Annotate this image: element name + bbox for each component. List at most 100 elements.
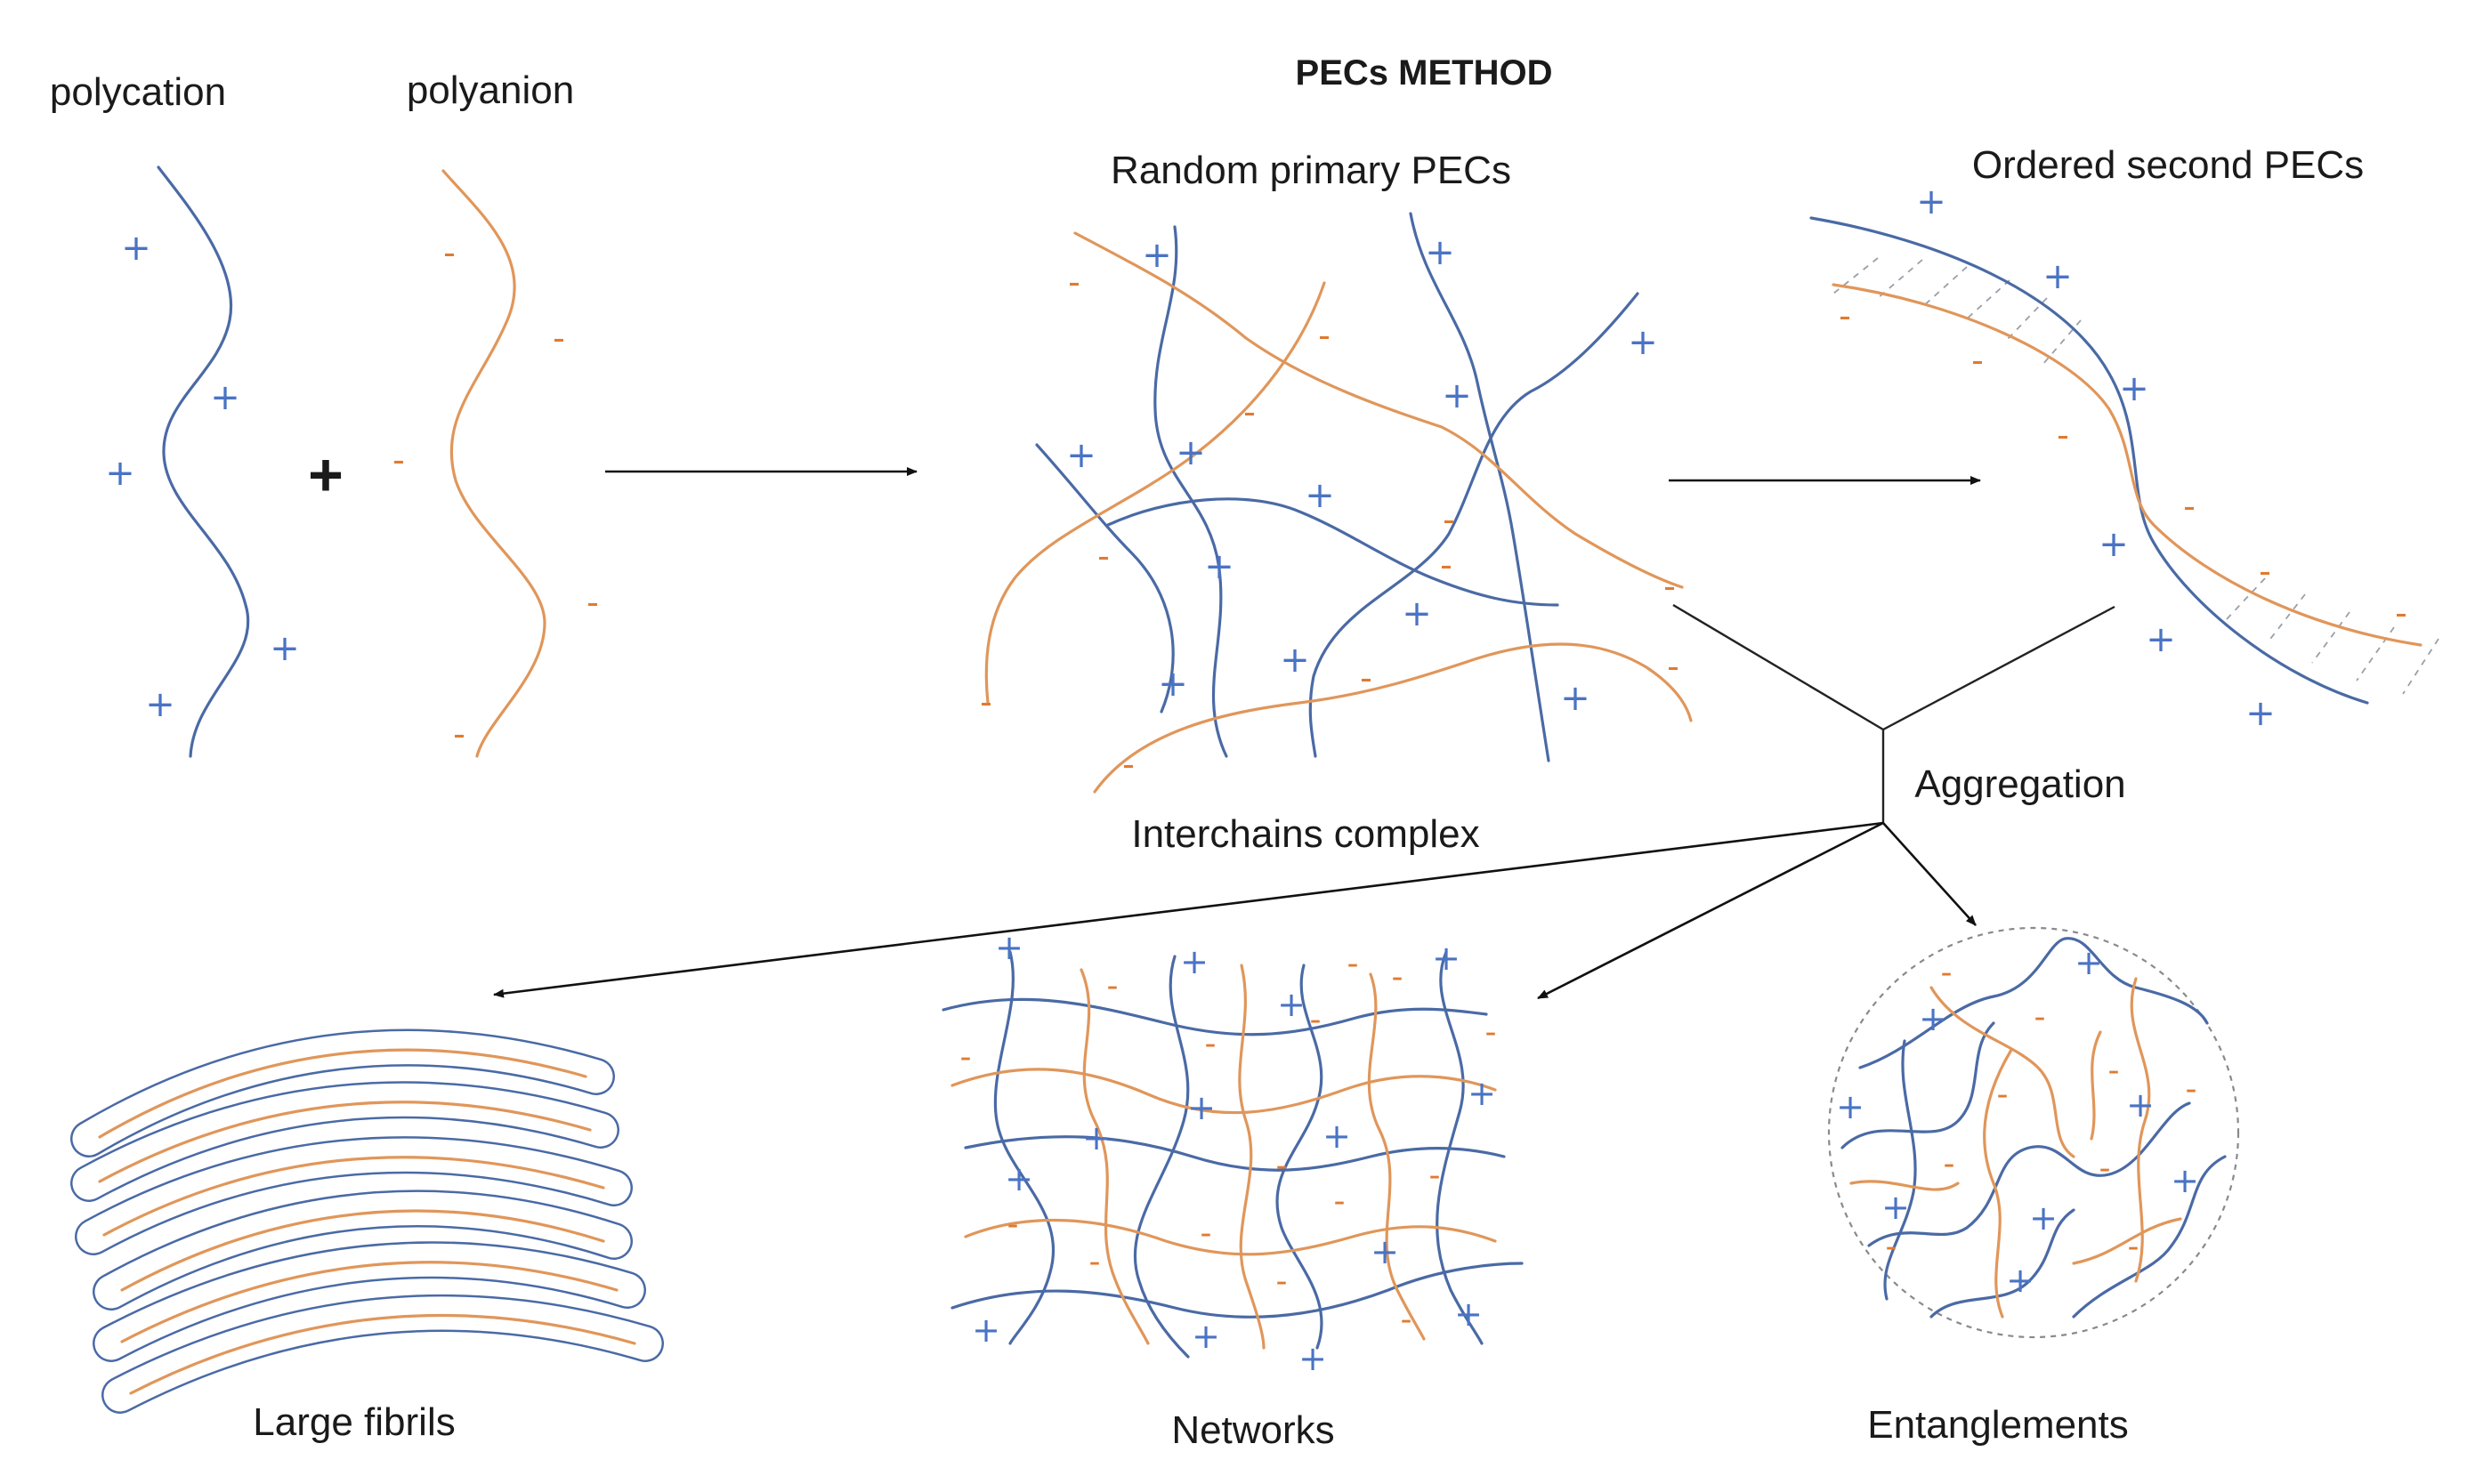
random-primary-charges: + + + + + + + + + + + + - - - - - - - - … — [980, 232, 1679, 784]
fibril — [70, 1028, 615, 1157]
minus-charge: - — [1443, 500, 1455, 539]
polyanion-chain — [441, 169, 546, 758]
plus-charge: + — [1180, 942, 1209, 981]
minus-charge: - — [1276, 1148, 1288, 1184]
label-interchains-complex: Interchains complex — [1131, 812, 1479, 856]
plus-charge: + — [2042, 256, 2073, 297]
label-random-primary-pecs: Random primary PECs — [1111, 149, 1511, 192]
plus-charge: + — [1919, 999, 1947, 1038]
entanglements-charges: + + + + + + + + - - - - - - - - - — [1836, 943, 2199, 1300]
arrow-to-entanglements — [1882, 822, 1977, 926]
networks-charges: + + + + + + + + + + + + + + - - - - - - … — [960, 928, 1497, 1378]
plus-charge: + — [1280, 640, 1310, 681]
plus-charge: + — [1176, 432, 1206, 473]
label-polycation: polycation — [50, 70, 226, 114]
minus-charge: - — [2057, 415, 2069, 455]
networks-cluster — [942, 950, 1524, 1359]
minus-charge: - — [1334, 1183, 1346, 1220]
plus-charge: + — [1082, 1118, 1111, 1157]
plus-charge: + — [1158, 664, 1188, 705]
minus-charge: - — [1318, 316, 1331, 355]
plus-charge: + — [210, 377, 240, 418]
minus-charge: - — [2395, 593, 2407, 633]
plus-charge: + — [145, 684, 175, 725]
entanglements-cluster — [1827, 926, 2240, 1339]
ordered-second-charges: + + + + + + - - - - - - — [1839, 181, 2407, 734]
large-fibrils — [70, 1028, 664, 1414]
plus-charge: + — [105, 453, 135, 494]
plus-charge: + — [1442, 375, 1472, 416]
plus-charge: + — [1560, 678, 1590, 719]
plus-charge: + — [2126, 1085, 2155, 1125]
plus-charge: + — [1305, 475, 1335, 516]
minus-charge: - — [1944, 1146, 1955, 1182]
minus-charge: - — [1485, 1014, 1497, 1051]
minus-charge: - — [1440, 545, 1452, 585]
polyanion-charges: - - - - - — [392, 233, 599, 754]
plus-charge: + — [1916, 181, 1946, 222]
minus-charge: - — [1068, 262, 1080, 302]
plus-charge: + — [1298, 1339, 1327, 1378]
plus-charge: + — [1432, 939, 1460, 978]
ordered-hatch-lines — [1832, 257, 2439, 695]
plus-charge: + — [1402, 593, 1432, 634]
minus-charge: - — [2034, 999, 2046, 1036]
minus-charge: - — [1392, 959, 1403, 996]
plus-charge: + — [1454, 1294, 1483, 1334]
plus-charge: + — [1425, 232, 1455, 273]
label-networks: Networks — [1171, 1408, 1334, 1452]
plus-charge: + — [2075, 943, 2103, 982]
minus-charge: - — [1107, 968, 1119, 1004]
minus-charge: - — [2259, 552, 2271, 591]
minus-charge: - — [980, 682, 992, 722]
minus-charge: - — [392, 440, 405, 480]
plus-charge: + — [1468, 1074, 1496, 1113]
plus-charge: + — [972, 1311, 1000, 1350]
plus-charge: + — [1836, 1087, 1864, 1126]
arrow-to-large-fibrils — [493, 821, 1884, 998]
plus-charge: + — [1881, 1188, 1910, 1227]
label-ordered-second-pecs: Ordered second PECs — [1972, 143, 2364, 187]
plus-charge: + — [1066, 435, 1096, 476]
minus-charge: - — [1243, 392, 1256, 431]
random-primary-pecs-cluster — [984, 212, 1693, 794]
minus-charge: - — [1971, 341, 1984, 380]
label-polyanion: polyanion — [407, 69, 574, 112]
minus-charge: - — [1089, 1244, 1101, 1280]
minus-charge: - — [1201, 1215, 1212, 1252]
minus-charge: - — [2099, 1150, 2111, 1187]
minus-charge: - — [1097, 536, 1110, 576]
minus-charge: - — [1347, 946, 1359, 982]
minus-charge: - — [2183, 487, 2196, 526]
plus-charge: + — [2171, 1161, 2199, 1200]
plus-charge: + — [2029, 1198, 2058, 1238]
minus-charge: - — [553, 319, 565, 358]
minus-charge: - — [586, 583, 599, 622]
diagram-title: PECs METHOD — [1296, 53, 1553, 93]
plus-charge: + — [1628, 322, 1658, 363]
fibril — [70, 1081, 619, 1202]
minus-charge: - — [1276, 1263, 1288, 1300]
plus-charge: + — [1187, 1088, 1216, 1127]
plus-charge: + — [995, 928, 1023, 967]
minus-charge: - — [1941, 955, 1953, 991]
polycation-charges: + + + + + — [105, 228, 300, 725]
minus-charge: - — [2108, 1053, 2120, 1089]
plus-operator: + — [308, 441, 344, 509]
plus-charge: + — [2119, 368, 2149, 409]
arrow-to-networks — [1537, 821, 1884, 1000]
minus-charge: - — [2186, 1071, 2197, 1108]
minus-charge: - — [1310, 1002, 1322, 1038]
minus-charge: - — [1663, 567, 1676, 606]
minus-charge: - — [1360, 658, 1372, 698]
minus-charge: - — [2128, 1229, 2139, 1265]
plus-charge: + — [1204, 546, 1234, 587]
label-aggregation: Aggregation — [1914, 762, 2125, 806]
minus-charge: - — [1997, 1077, 2009, 1113]
plus-charge: + — [1322, 1117, 1351, 1156]
plus-charge: + — [1277, 985, 1306, 1024]
aggregation-connectors — [1672, 603, 2115, 823]
label-entanglements: Entanglements — [1867, 1403, 2129, 1447]
minus-charge: - — [453, 714, 465, 754]
